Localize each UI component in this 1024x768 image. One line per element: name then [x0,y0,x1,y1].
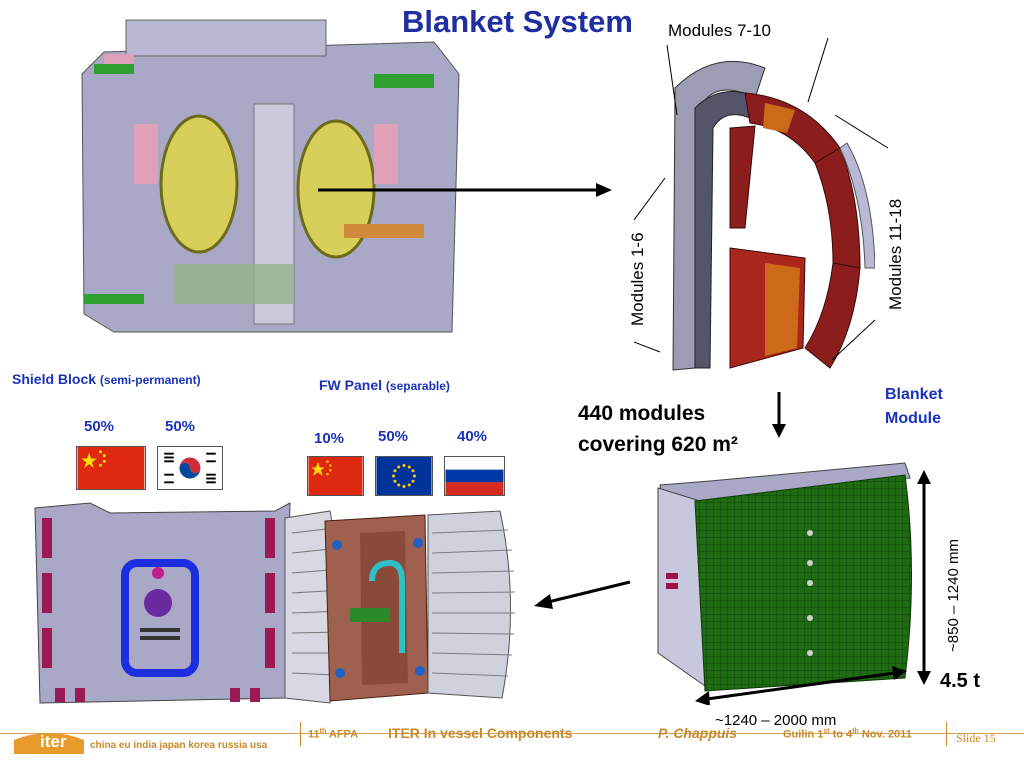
footer-divider [0,733,1024,734]
label-modules-1-6: Modules 1-6 [628,232,647,326]
width-dimension-label: ~1240 – 2000 mm [715,712,837,729]
blanket-cross-section-figure [672,60,875,371]
share-china-fw: 10% [314,430,345,447]
topic-label: ITER In vessel Components [388,725,573,741]
iter-logo-icon [14,733,84,754]
russia-flag [444,456,505,496]
slide-title: Blanket System [402,4,633,39]
shield-block-title: Shield Block [12,371,97,387]
width-dimension-arrow [695,666,907,705]
blanket-module-line1: Blanket [885,386,943,403]
china-flag [76,446,146,490]
share-china-shield: 50% [84,418,115,435]
shield-block-figure [34,502,516,704]
modules-coverage-line: covering 620 m² [578,433,738,456]
pointer-arrow-left [534,580,631,609]
date-label: Guilin 1st to 4th Nov. 2011 [783,728,912,741]
share-russia-fw: 40% [457,428,488,445]
footer-separator [300,722,301,746]
fw-panel-note: (separable) [385,379,450,393]
member-countries: china eu india japan korea russia usa [90,740,268,751]
share-eu-fw: 50% [378,428,409,445]
iter-logo-text: iter [40,732,67,751]
label-modules-7-10: Modules 7-10 [668,21,772,40]
blanket-module-line2: Module [885,410,941,427]
leader-lines [633,37,889,361]
meeting-label: 11th AFPA [308,728,359,741]
down-arrow [772,392,786,438]
height-dimension-label: ~850 – 1240 mm [945,539,962,652]
modules-count-text: 440 modules covering 620 m² [578,398,738,460]
pointer-arrow [318,183,612,197]
author-label: P. Chappuis [658,725,738,741]
footer-separator [946,722,947,746]
shield-block-heading: Shield Block (semi-permanent) [12,371,201,387]
label-modules-11-18: Modules 11-18 [886,198,905,310]
blanket-module-label: Blanket Module [885,383,943,431]
height-dimension-arrow [917,470,931,685]
korea-flag [157,446,223,490]
eu-flag [375,456,433,496]
tokamak-cutaway-figure [81,19,460,333]
fw-panel-heading: FW Panel (separable) [319,377,450,393]
weight-label: 4.5 t [940,670,981,692]
shield-block-note: (semi-permanent) [99,373,201,387]
modules-count-line: 440 modules [578,402,706,425]
blanket-module-figure [657,462,912,692]
fw-panel-title: FW Panel [319,377,383,393]
slide-number: Slide 15 [956,731,996,745]
china-flag [307,456,364,496]
share-korea-shield: 50% [165,418,196,435]
